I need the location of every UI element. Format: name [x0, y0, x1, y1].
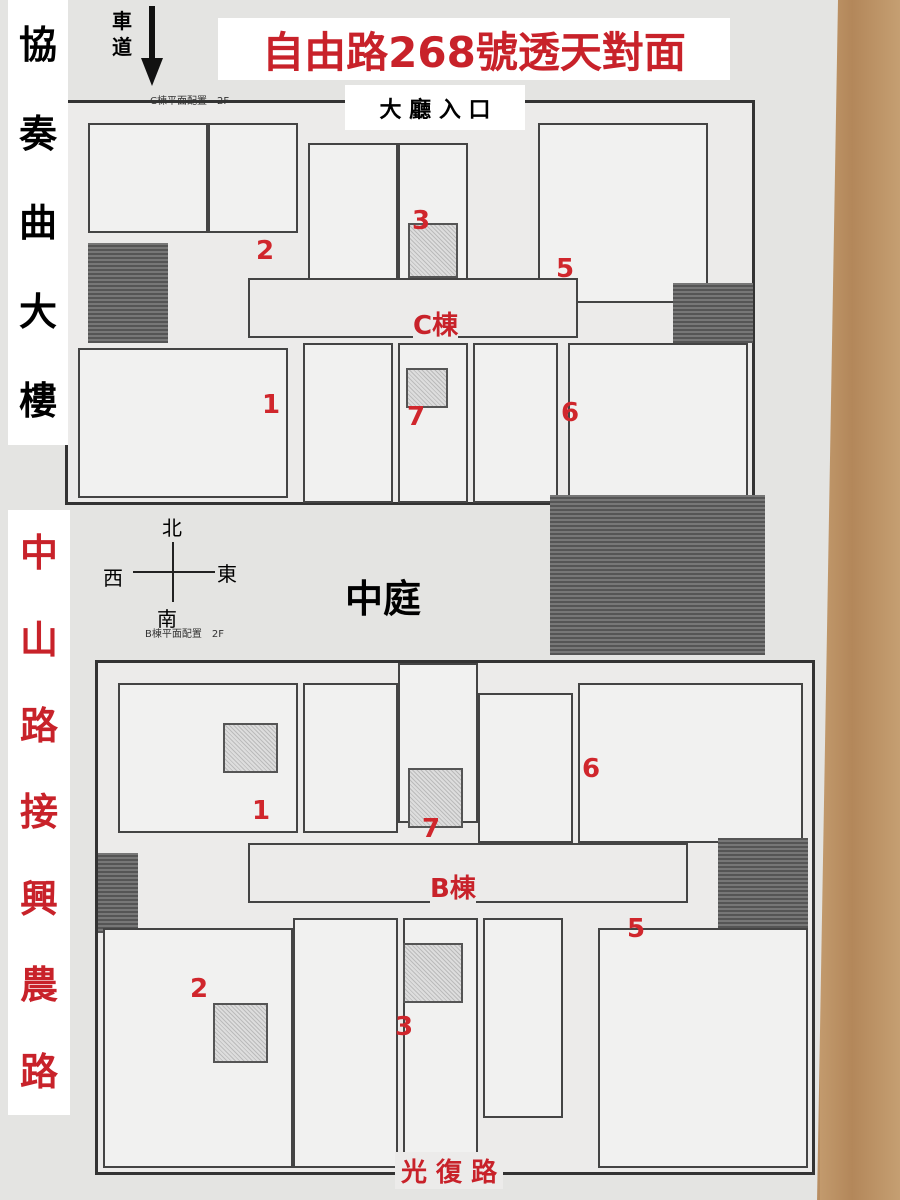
room [568, 343, 748, 503]
arrow-down-icon [141, 6, 163, 86]
building-b-label: B棟 [430, 868, 476, 905]
label-char: 曲 [18, 200, 57, 245]
room [303, 343, 393, 503]
label-char: 農 [19, 963, 58, 1008]
room [293, 918, 398, 1168]
south-road-label: 光 復 路 [395, 1152, 504, 1189]
top-title: 自由路268號透天對面 [218, 18, 730, 80]
building-c-plan [65, 100, 755, 505]
label-char: 樓 [18, 378, 57, 423]
compass-east: 東 [217, 562, 237, 586]
label-char: 奏 [18, 111, 57, 156]
label-char: 道 [112, 35, 132, 59]
stairwell [473, 343, 558, 503]
unit-number: 5 [556, 254, 575, 284]
unit-number: 3 [395, 1012, 414, 1042]
label-char: 路 [19, 1049, 58, 1094]
unit-number: 2 [190, 974, 209, 1004]
label-char: 山 [19, 617, 58, 662]
driveway-label: 車 道 [112, 8, 132, 60]
furniture [406, 368, 448, 408]
compass-north: 北 [162, 516, 182, 540]
stairwell [478, 693, 573, 843]
hatched-area [718, 838, 808, 928]
unit-number: 7 [407, 402, 426, 432]
building-name-label: 協 奏 曲 大 樓 [8, 0, 68, 445]
label-char: 接 [19, 790, 58, 835]
hatched-area [550, 495, 765, 655]
building-c-caption: C棟平面配置 2F [150, 96, 230, 107]
label-char: 大 [18, 289, 57, 334]
room [88, 123, 208, 233]
unit-number: 1 [262, 390, 281, 420]
label-char: 路 [19, 704, 58, 749]
unit-number: 7 [422, 814, 441, 844]
furniture [408, 768, 463, 828]
furniture [213, 1003, 268, 1063]
room [78, 348, 288, 498]
room [598, 928, 808, 1168]
unit-number: 6 [582, 754, 601, 784]
room [578, 683, 803, 843]
room [538, 123, 708, 303]
furniture [403, 943, 463, 1003]
unit-number: 1 [252, 796, 271, 826]
room [308, 143, 398, 293]
compass-south: 南 [157, 607, 177, 631]
furniture [408, 223, 458, 278]
lobby-entrance-label: 大 廳 入 口 [345, 85, 525, 130]
hatched-area [673, 283, 753, 343]
room [208, 123, 298, 233]
room [483, 918, 563, 1118]
unit-number: 3 [412, 206, 431, 236]
hatched-area [98, 853, 138, 933]
label-char: 中 [19, 531, 58, 576]
unit-number: 6 [561, 398, 580, 428]
compass-horizontal-line [133, 571, 215, 573]
compass-west: 西 [103, 566, 123, 590]
building-b-caption: B棟平面配置 2F [145, 629, 224, 640]
label-char: 車 [112, 9, 132, 33]
courtyard-label: 中庭 [345, 577, 422, 621]
compass-vertical-line [172, 542, 174, 602]
building-c-label: C棟 [413, 305, 459, 342]
room [303, 683, 398, 833]
building-b-plan [95, 660, 815, 1175]
label-char: 協 [18, 22, 57, 67]
furniture [223, 723, 278, 773]
unit-number: 2 [256, 236, 275, 266]
west-road-label: 中 山 路 接 興 農 路 [8, 510, 70, 1115]
hatched-area [88, 243, 168, 343]
label-char: 興 [19, 876, 58, 921]
unit-number: 5 [627, 914, 646, 944]
